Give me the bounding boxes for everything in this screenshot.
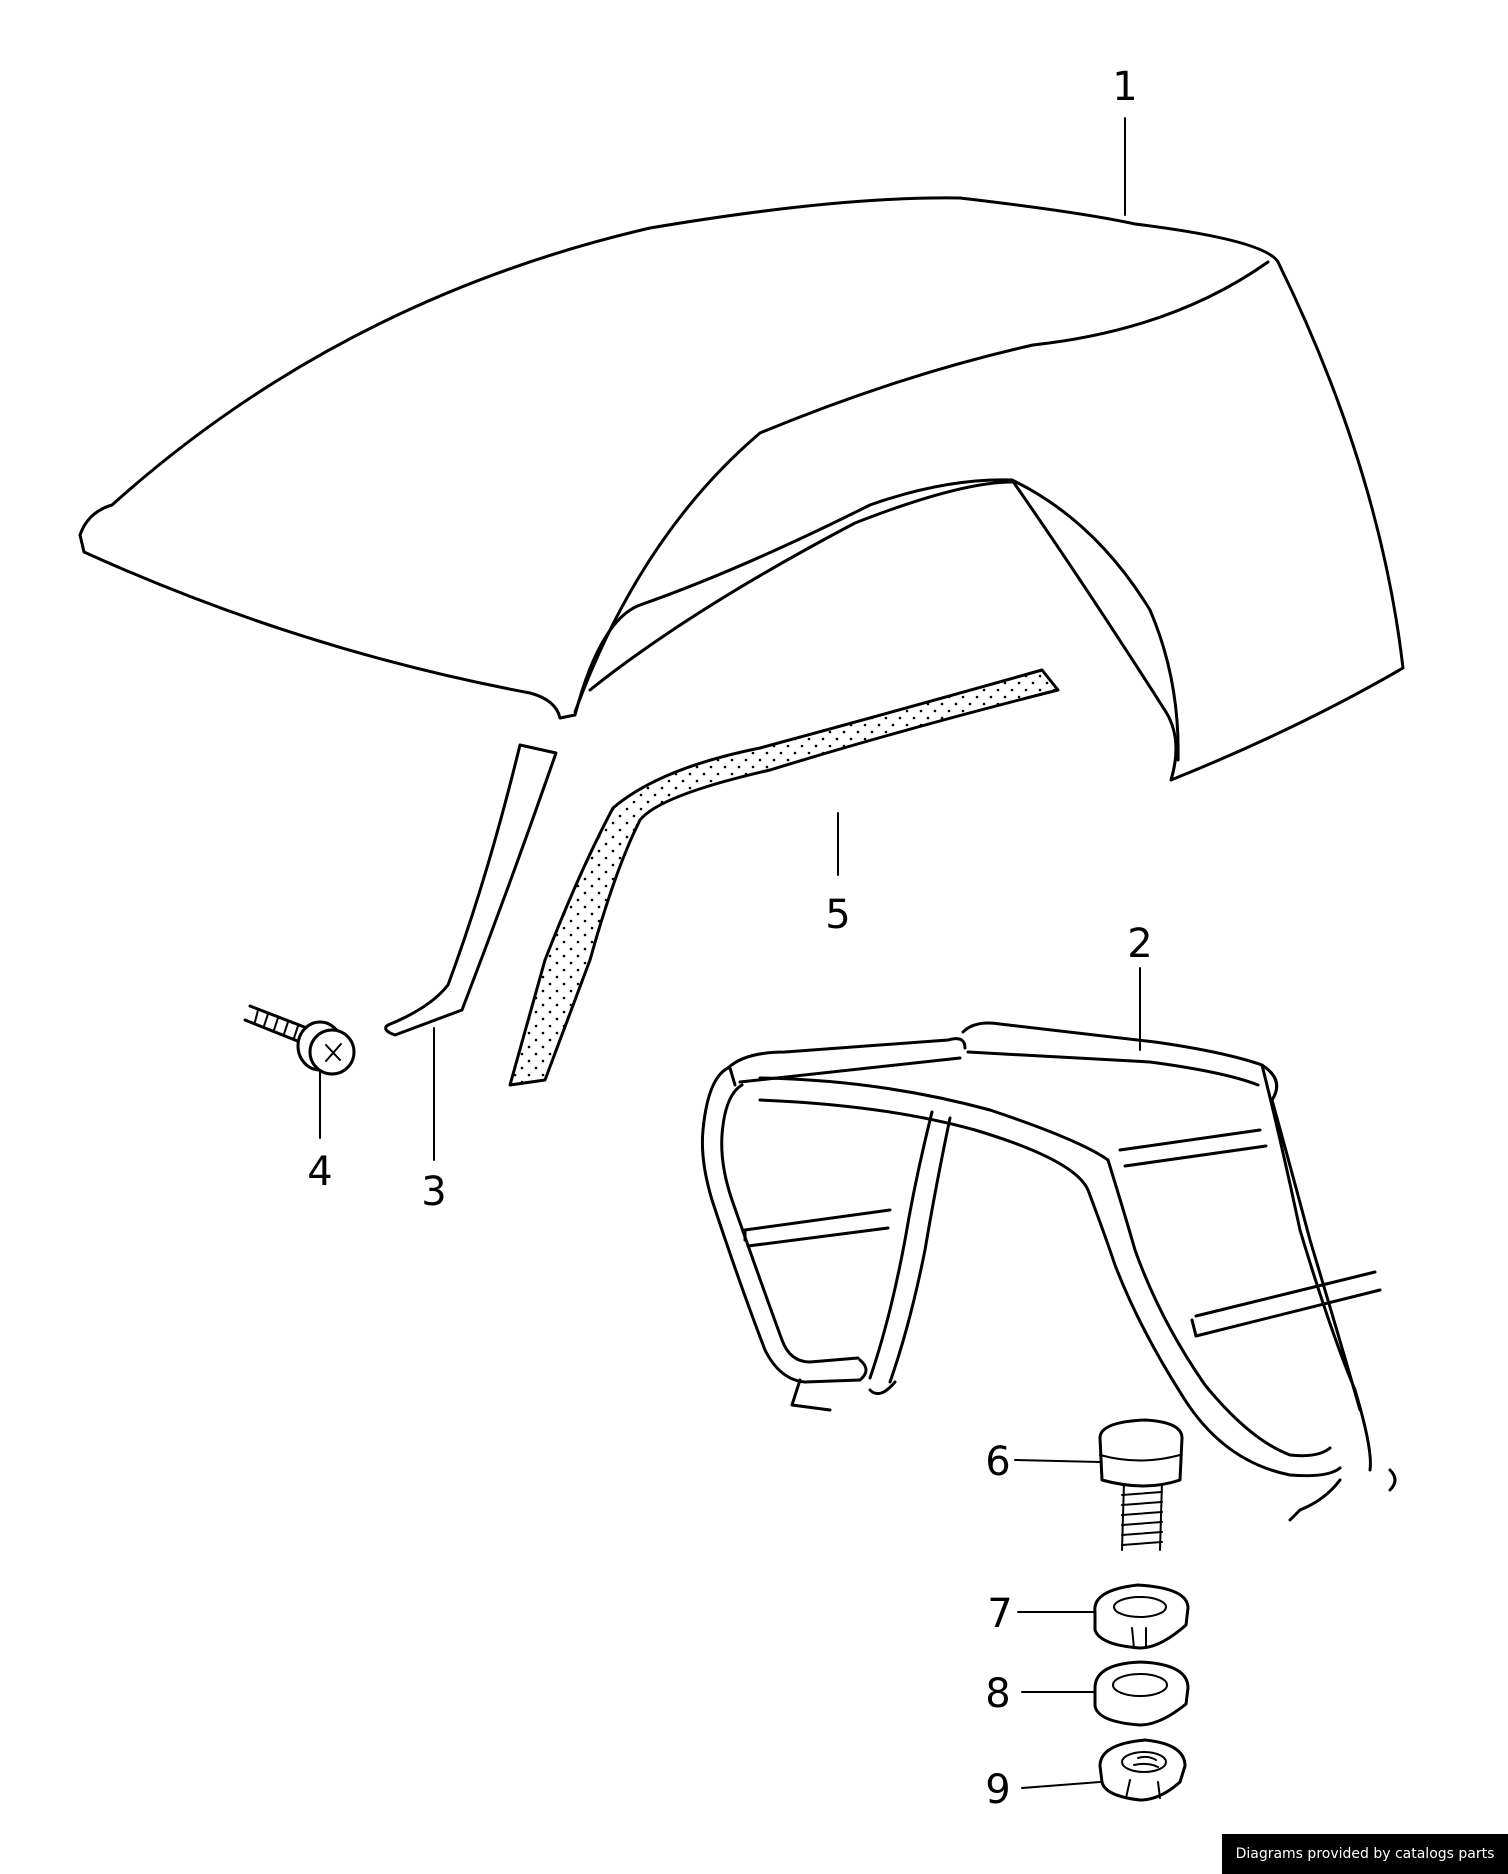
callout-5: 5: [825, 892, 850, 938]
watermark-badge: Diagrams provided by catalogs parts: [1222, 1834, 1508, 1874]
roll-frame-part-2[interactable]: [700, 1021, 1397, 1522]
hardtop-roof-part-1[interactable]: [78, 196, 1405, 782]
bolt-part-6[interactable]: [1098, 1418, 1184, 1551]
seal-strip-part-5[interactable]: [508, 668, 1060, 1087]
callout-4: 4: [307, 1149, 332, 1195]
callout-7: 7: [987, 1591, 1012, 1637]
callout-3: 3: [421, 1169, 446, 1215]
flat-washer-part-8[interactable]: [1093, 1660, 1190, 1727]
callout-numbers: 1 2 3 4 5 6 7 8 9: [307, 64, 1152, 1813]
callout-9: 9: [985, 1767, 1010, 1813]
callout-2: 2: [1127, 921, 1152, 967]
spring-washer-part-7[interactable]: [1093, 1583, 1190, 1650]
callout-1: 1: [1112, 64, 1137, 110]
screw-part-4[interactable]: [243, 1004, 356, 1076]
callout-6: 6: [985, 1439, 1010, 1485]
leader-lines: [319, 117, 1141, 1789]
pillar-trim-part-3[interactable]: [384, 743, 558, 1037]
callout-8: 8: [985, 1671, 1010, 1717]
nut-part-9[interactable]: [1098, 1738, 1187, 1802]
